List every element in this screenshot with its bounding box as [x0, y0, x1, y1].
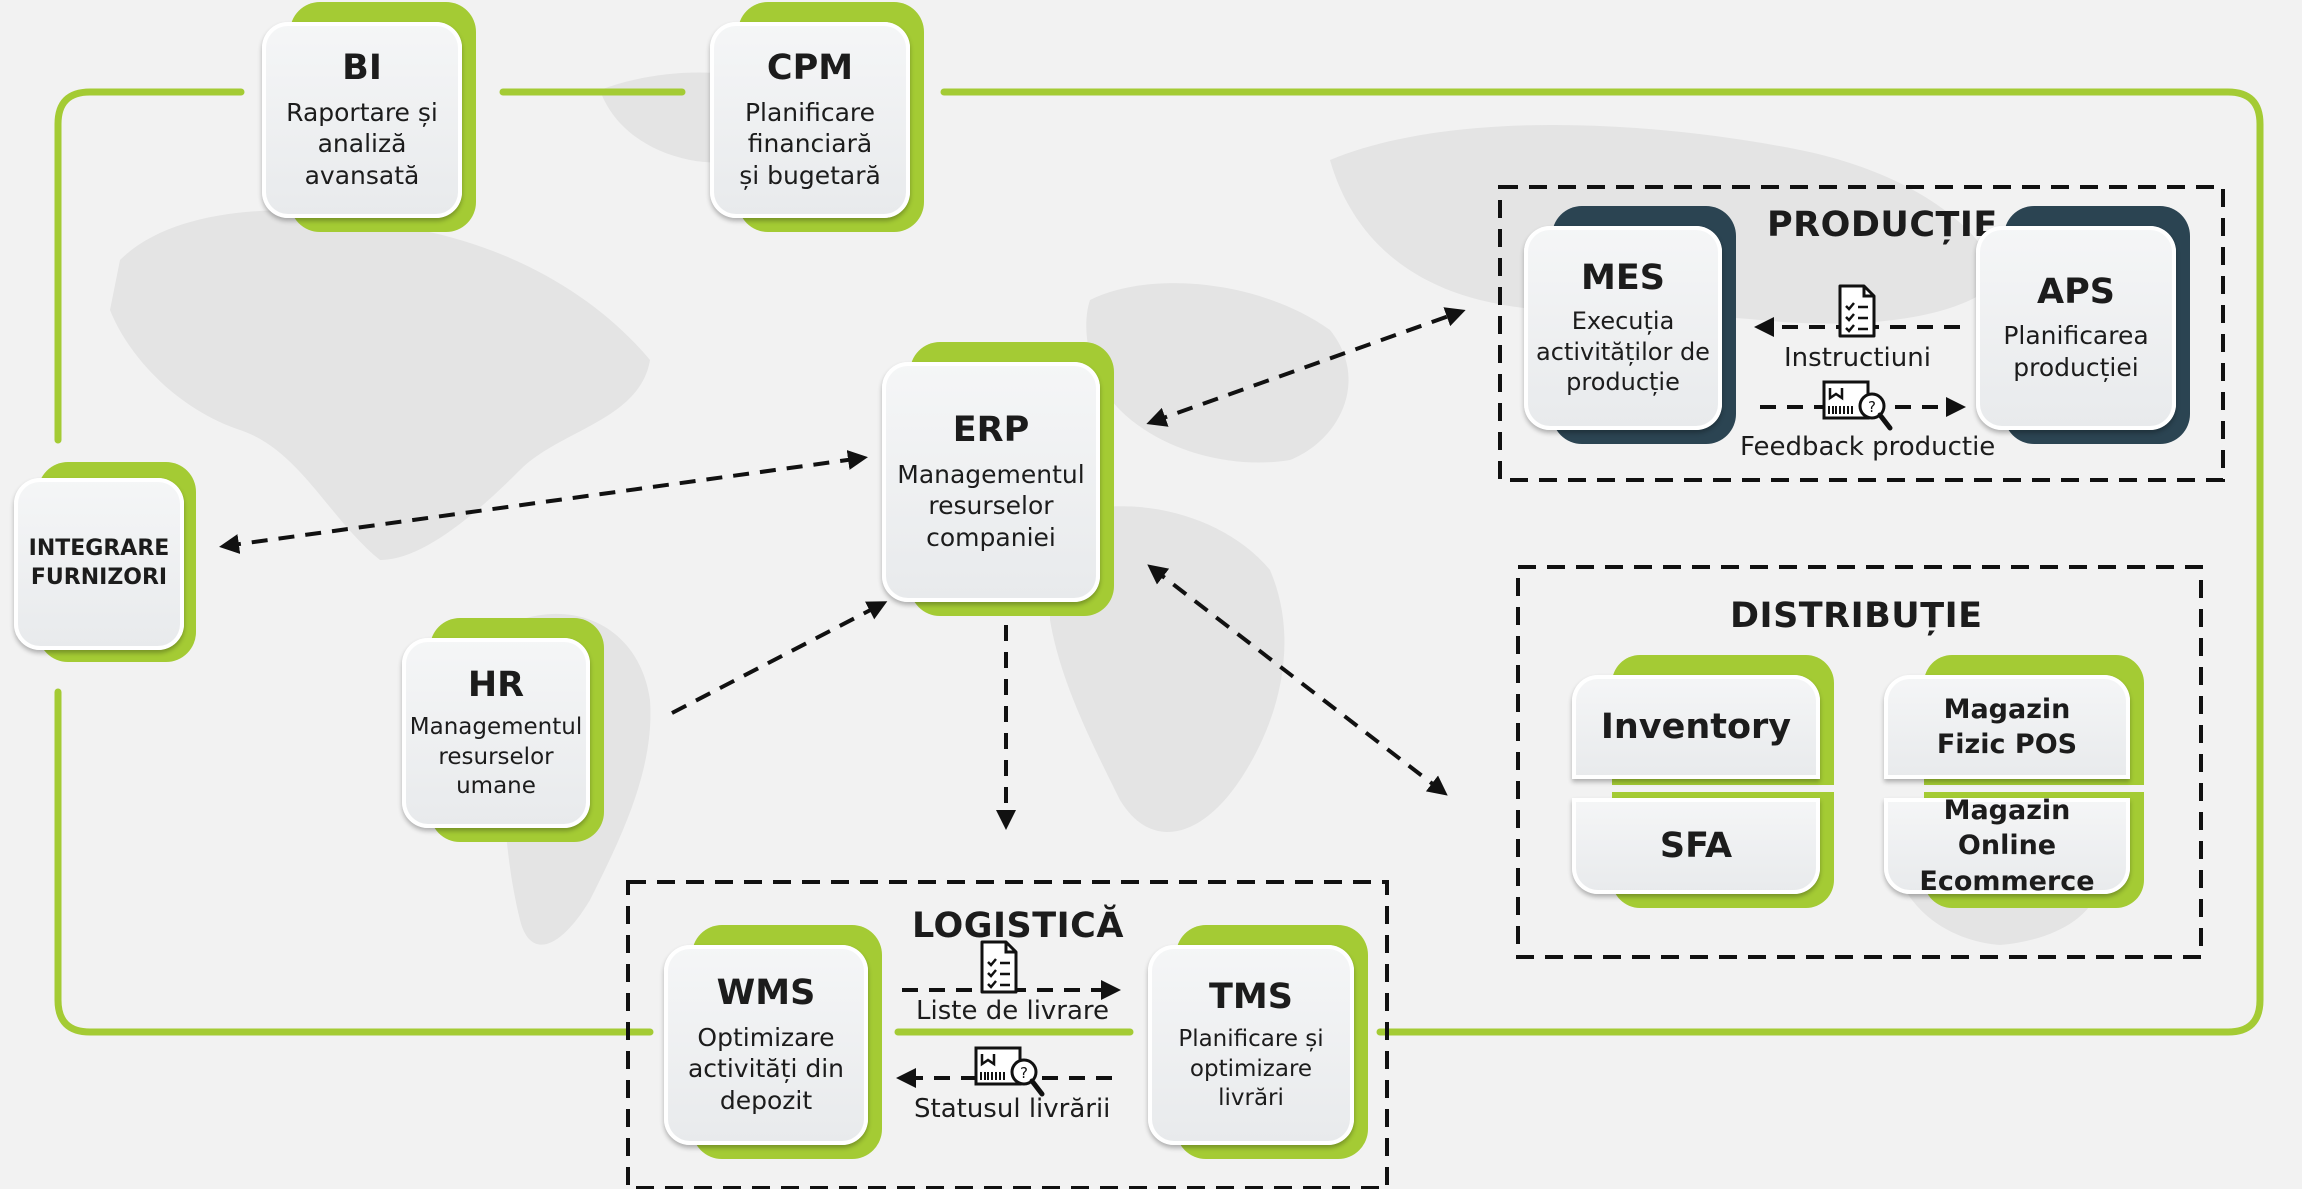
- bi-subtitle-line: analiză: [317, 129, 407, 159]
- wms-subtitle: Optimizare activități din depozit: [688, 1022, 844, 1117]
- aps-title: APS: [2037, 272, 2115, 313]
- barcode-magnifier-icon: ?: [1822, 380, 1893, 431]
- erp-subtitle: Managementul resurselor companiei: [897, 459, 1084, 554]
- erp-subtitle-line: Managementul: [897, 459, 1085, 489]
- wms-subtitle-line: activități din: [687, 1054, 845, 1084]
- mes-subtitle-line: Execuția: [1571, 307, 1675, 336]
- bi-subtitle-line: Raportare și: [286, 97, 438, 127]
- erp-card: ERP Managementul resurselor companiei: [882, 362, 1100, 602]
- integration-bus-loop: [54, 88, 2264, 1036]
- bi-subtitle-line: avansată: [304, 161, 420, 190]
- tms-subtitle-line: livrări: [1218, 1084, 1284, 1111]
- liste-de-livrare-label: Liste de livrare: [916, 996, 1110, 1026]
- svg-text:?: ?: [1868, 398, 1876, 416]
- wms-subtitle-line: depozit: [719, 1086, 813, 1115]
- bi-module[interactable]: BI Raportare și analiză avansată: [262, 2, 476, 232]
- tms-subtitle: Planificare și optimizare livrări: [1178, 1025, 1323, 1113]
- mes-card: MES Execuția activităților de producție: [1524, 226, 1722, 430]
- bi-card: BI Raportare și analiză avansată: [262, 22, 462, 218]
- aps-subtitle: Planificarea producției: [2003, 320, 2148, 384]
- data-flows: [219, 307, 1966, 1088]
- aps-card: APS Planificarea producției: [1976, 226, 2176, 430]
- wms-subtitle-line: Optimizare: [697, 1022, 835, 1052]
- pos-card: Magazin Fizic POS: [1884, 675, 2130, 779]
- mes-module[interactable]: MES Execuția activităților de producție: [1524, 206, 1736, 444]
- pos-title-line: Fizic POS: [1936, 729, 2078, 760]
- document-checklist-icon: [1838, 284, 1876, 338]
- erp-subtitle-line: resurselor: [928, 491, 1054, 521]
- aps-subtitle-line: Planificarea: [2003, 321, 2149, 351]
- inventory-title: Inventory: [1600, 706, 1792, 747]
- sfa-title: SFA: [1659, 825, 1733, 866]
- ecommerce-title-line: Ecommerce: [1919, 865, 2095, 897]
- erp-title: ERP: [952, 410, 1030, 451]
- aps-module[interactable]: APS Planificarea producției: [1976, 206, 2190, 444]
- pos-title-line: Magazin: [1943, 693, 2071, 725]
- aps-subtitle-line: producției: [2013, 353, 2139, 383]
- ecommerce-title-line: Magazin Online: [1943, 795, 2071, 862]
- erp-module[interactable]: ERP Managementul resurselor companiei: [882, 342, 1114, 616]
- wms-title: WMS: [716, 973, 816, 1014]
- mes-subtitle-line: activităților de: [1536, 337, 1710, 366]
- inventory-card: Inventory: [1572, 675, 1820, 779]
- wms-card: WMS Optimizare activități din depozit: [664, 945, 868, 1145]
- tms-subtitle-line: Planificare și: [1178, 1026, 1324, 1053]
- cpm-subtitle-line: Planificare: [744, 97, 876, 127]
- tms-subtitle-line: optimizare: [1189, 1055, 1313, 1082]
- mes-title: MES: [1581, 258, 1665, 299]
- hr-subtitle-line: resurselor: [438, 743, 554, 770]
- logistica-section-title: LOGISTICĂ: [912, 906, 1124, 946]
- tms-card: TMS Planificare și optimizare livrări: [1148, 945, 1354, 1145]
- hr-module[interactable]: HR Managementul resurselor umane: [402, 618, 604, 842]
- cpm-title: CPM: [766, 48, 854, 89]
- sfa-module[interactable]: SFA: [1572, 792, 1834, 908]
- instructiuni-label: Instructiuni: [1784, 343, 1931, 373]
- cpm-card: CPM Planificare financiară și bugetară: [710, 22, 910, 218]
- svg-text:?: ?: [1020, 1064, 1028, 1082]
- feedback-productie-label: Feedback productie: [1740, 432, 1996, 462]
- hr-card: HR Managementul resurselor umane: [402, 638, 590, 828]
- bi-subtitle: Raportare și analiză avansată: [286, 97, 438, 192]
- bi-title: BI: [342, 48, 382, 89]
- integrare-title-line: INTEGRARE: [28, 536, 170, 562]
- magazin-online-ecommerce-module[interactable]: Magazin Online Ecommerce: [1884, 792, 2144, 908]
- hr-title: HR: [467, 665, 525, 706]
- inventory-module[interactable]: Inventory: [1572, 655, 1834, 785]
- cpm-module[interactable]: CPM Planificare financiară și bugetară: [710, 2, 924, 232]
- tms-title: TMS: [1209, 977, 1293, 1018]
- integrare-card: INTEGRARE FURNIZORI: [14, 478, 184, 650]
- cpm-subtitle: Planificare financiară și bugetară: [739, 97, 881, 192]
- tms-module[interactable]: TMS Planificare și optimizare livrări: [1148, 925, 1368, 1159]
- document-checklist-icon: [980, 940, 1018, 994]
- cpm-subtitle-line: financiară: [747, 129, 873, 159]
- erp-subtitle-line: companiei: [926, 523, 1056, 552]
- mes-subtitle: Execuția activităților de producție: [1536, 306, 1710, 397]
- hr-subtitle: Managementul resurselor umane: [410, 713, 582, 801]
- statusul-livrarii-label: Statusul livrării: [914, 1094, 1111, 1124]
- cpm-subtitle-line: și bugetară: [739, 161, 881, 190]
- hr-subtitle-line: umane: [456, 772, 536, 799]
- distributie-section-title: DISTRIBUȚIE: [1730, 596, 1983, 636]
- magazin-fizic-pos-module[interactable]: Magazin Fizic POS: [1884, 655, 2144, 785]
- productie-section-title: PRODUCȚIE: [1767, 205, 1998, 245]
- mes-subtitle-line: producție: [1566, 368, 1680, 397]
- section-borders: [626, 185, 2225, 1189]
- hr-subtitle-line: Managementul: [409, 714, 583, 741]
- sfa-card: SFA: [1572, 798, 1820, 894]
- integrare-furnizori-module[interactable]: INTEGRARE FURNIZORI: [14, 462, 196, 662]
- integrare-title-line: FURNIZORI: [30, 565, 168, 590]
- wms-module[interactable]: WMS Optimizare activități din depozit: [664, 925, 882, 1159]
- barcode-magnifier-icon: ?: [974, 1046, 1045, 1097]
- ecommerce-card: Magazin Online Ecommerce: [1884, 795, 2130, 897]
